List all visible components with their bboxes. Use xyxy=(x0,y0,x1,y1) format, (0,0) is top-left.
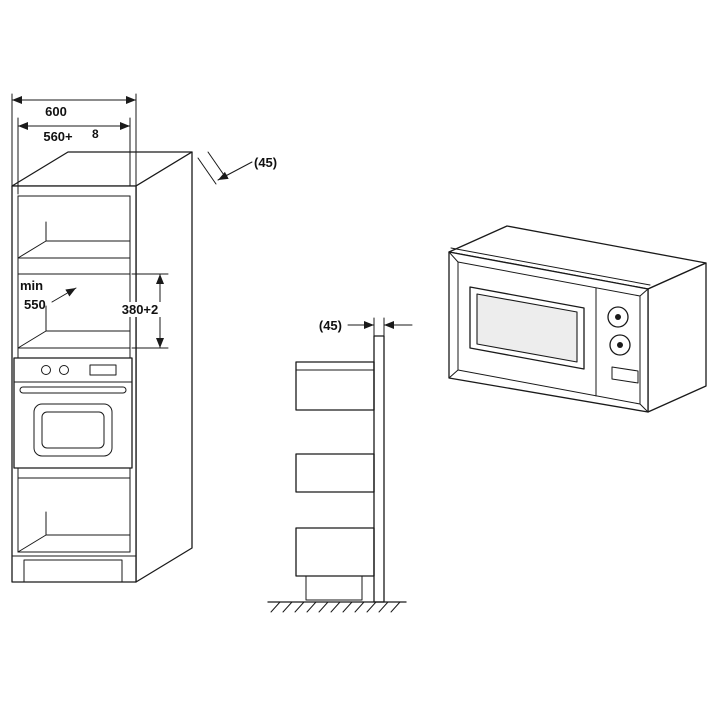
door-window-glass xyxy=(476,293,578,363)
dim-label-560-tolerance: 8 xyxy=(92,127,99,141)
oven-door-window xyxy=(41,411,105,449)
depth-arrow xyxy=(51,287,77,303)
oven-handle xyxy=(19,386,127,394)
oven-knob-icon xyxy=(59,365,69,375)
knob-pointer-icon xyxy=(615,314,621,320)
bottom-compartment-interior xyxy=(17,511,131,553)
dimension-side-clearance: (45) xyxy=(197,151,277,185)
cabinet-front-view xyxy=(11,151,193,583)
dimension-panel-thickness: (45) xyxy=(319,317,413,337)
extension-lines xyxy=(17,117,131,195)
dimension-niche-width: 560+ 8 xyxy=(17,117,131,195)
leader-arrow xyxy=(217,161,253,181)
microwave-niche-interior xyxy=(17,305,131,349)
ground-hatching xyxy=(270,601,401,613)
dim-label-45-side: (45) xyxy=(319,318,342,333)
extension-lines xyxy=(11,93,137,187)
trim-frame-top-lip xyxy=(450,247,651,286)
side-panel xyxy=(373,335,385,603)
knob-icon xyxy=(609,334,631,356)
side-plinth xyxy=(305,575,363,601)
side-middle-compartment xyxy=(295,453,375,493)
dim-label-600: 600 xyxy=(45,104,67,119)
knob-icon xyxy=(607,306,629,328)
frame-corner-joints xyxy=(448,251,649,413)
cabinet-plinth xyxy=(11,555,137,583)
oven-display xyxy=(89,364,117,376)
dimension-niche-height: 380+2 xyxy=(110,273,170,349)
knob-pointer-icon xyxy=(617,342,623,348)
front-view-dimensions: 600 560+ 8 (45) min 550 380+2 xyxy=(11,93,277,349)
top-compartment-interior xyxy=(17,221,131,259)
oven-door xyxy=(33,403,113,457)
built-in-oven xyxy=(13,357,133,469)
door-latch-button xyxy=(611,366,639,384)
side-bottom-compartment xyxy=(295,527,375,577)
label-backplate xyxy=(110,302,170,317)
microwave-side-face xyxy=(647,262,707,413)
side-top-compartment xyxy=(295,361,375,411)
dim-label-45-front: (45) xyxy=(254,155,277,170)
oven-knob-icon xyxy=(41,365,51,375)
microwave-illustration xyxy=(448,225,707,413)
dimension-overall-width: 600 xyxy=(11,93,137,187)
dimension-min-depth: min 550 xyxy=(20,278,77,312)
cabinet-side-view: (45) xyxy=(267,317,413,613)
dim-label-550: 550 xyxy=(24,297,46,312)
dim-label-560: 560+ xyxy=(43,129,73,144)
cabinet-shelves xyxy=(17,195,131,553)
dim-label-380: 380+2 xyxy=(122,302,159,317)
dim-label-min: min xyxy=(20,278,43,293)
cabinet-side-face xyxy=(135,151,193,583)
